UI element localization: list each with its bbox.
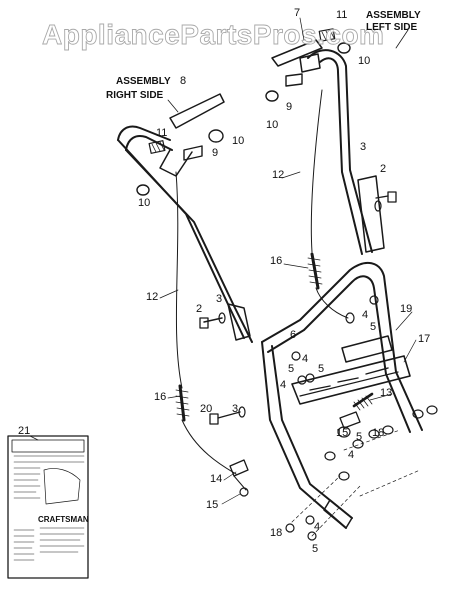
callout-16: 16	[270, 255, 282, 267]
callout-18: 18	[270, 527, 282, 539]
callout-6: 6	[290, 329, 296, 341]
callout-11: 11	[156, 127, 167, 139]
callout-18: 18	[372, 427, 384, 439]
callout-4: 4	[348, 449, 354, 461]
lower-handle-frame	[209, 261, 438, 541]
callout-9: 9	[212, 147, 218, 159]
callout-13: 13	[380, 387, 392, 399]
right-side-handle	[117, 93, 253, 343]
callout-10: 10	[232, 135, 244, 147]
callout-10: 10	[358, 55, 370, 67]
callout-8: 8	[180, 75, 186, 87]
cable-springs	[175, 252, 323, 422]
callout-5: 5	[288, 363, 294, 375]
callout-3: 3	[232, 403, 238, 415]
callout-11: 11	[336, 9, 347, 21]
left-side-handle	[265, 28, 397, 255]
callout-5: 5	[370, 321, 376, 333]
callout-leaders	[29, 17, 417, 505]
watermark: AppliancePartsPros.com	[42, 19, 384, 50]
callout-9: 9	[286, 101, 292, 113]
callout-numbers: 7 11 10 9 10 8 11 9 10 10 12 3 2 16 12 2…	[18, 7, 430, 555]
callout-5: 5	[318, 363, 324, 375]
callout-19: 19	[400, 303, 412, 315]
assembly-left-line1: ASSEMBLY	[366, 10, 421, 21]
callout-15: 15	[206, 499, 218, 511]
callout-12: 12	[272, 169, 284, 181]
assembly-left-line2: LEFT SIDE	[366, 22, 417, 33]
callout-4: 4	[362, 309, 368, 321]
callout-21: 21	[18, 425, 30, 437]
callout-2: 2	[196, 303, 202, 315]
callout-5: 5	[356, 431, 362, 443]
callout-17: 17	[418, 333, 430, 345]
callout-3: 3	[360, 141, 366, 153]
callout-5: 5	[312, 543, 318, 555]
owners-manual: CRAFTSMAN	[7, 435, 89, 579]
callout-4: 4	[302, 353, 308, 365]
assembly-right-line2: RIGHT SIDE	[106, 90, 164, 101]
callout-4: 4	[280, 379, 286, 391]
callout-4: 4	[314, 521, 320, 533]
callout-3: 3	[216, 293, 222, 305]
callout-10: 10	[266, 119, 278, 131]
callout-7: 7	[294, 7, 300, 19]
callout-16: 16	[154, 391, 166, 403]
manual-brand: CRAFTSMAN	[38, 515, 89, 524]
callout-10: 10	[138, 197, 150, 209]
callout-15: 15	[336, 427, 348, 439]
callout-20: 20	[200, 403, 212, 415]
assembly-right-line1: ASSEMBLY	[116, 76, 171, 87]
callout-12: 12	[146, 291, 158, 303]
callout-14: 14	[210, 473, 222, 485]
callout-2: 2	[380, 163, 386, 175]
